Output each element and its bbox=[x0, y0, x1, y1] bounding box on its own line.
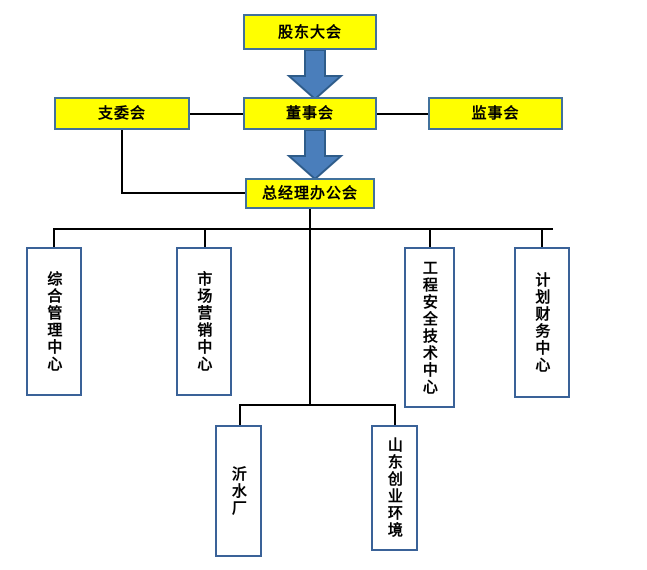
node-board-of-directors[interactable]: 董事会 bbox=[243, 97, 377, 130]
connector-drop-subsidiary-1 bbox=[239, 404, 241, 426]
connector-center-stem-to-subsidiaries bbox=[309, 228, 311, 405]
node-board-of-supervisors[interactable]: 监事会 bbox=[428, 97, 563, 130]
arrow-board-to-general-manager bbox=[286, 130, 344, 180]
node-department-planning-finance[interactable]: 计划财务中心 bbox=[514, 247, 570, 398]
connector-department-bus bbox=[53, 228, 553, 230]
connector-branch-to-board bbox=[190, 113, 243, 115]
connector-drop-dept-2 bbox=[204, 228, 206, 249]
connector-subsidiary-bus bbox=[239, 404, 396, 406]
node-department-engineering-safety-technology[interactable]: 工程安全技术中心 bbox=[404, 247, 455, 408]
connector-branch-to-gm bbox=[121, 192, 245, 194]
arrow-shareholders-to-board bbox=[286, 50, 344, 100]
node-department-marketing[interactable]: 市场营销中心 bbox=[176, 247, 232, 396]
connector-gm-stem bbox=[309, 209, 311, 230]
connector-drop-dept-4 bbox=[541, 228, 543, 249]
node-subsidiary-shandong-chuangye-environment[interactable]: 山东创业环境 bbox=[371, 425, 418, 551]
node-shareholders-meeting[interactable]: 股东大会 bbox=[243, 14, 377, 50]
connector-branch-drop bbox=[121, 130, 123, 193]
node-party-branch-committee[interactable]: 支委会 bbox=[54, 97, 190, 130]
connector-drop-dept-3 bbox=[429, 228, 431, 249]
connector-drop-subsidiary-2 bbox=[394, 404, 396, 426]
node-general-manager-office[interactable]: 总经理办公会 bbox=[245, 178, 375, 209]
node-department-comprehensive-management[interactable]: 综合管理中心 bbox=[26, 247, 82, 396]
connector-board-to-supervisors bbox=[377, 113, 428, 115]
connector-drop-dept-1 bbox=[53, 228, 55, 249]
node-subsidiary-yishui-plant[interactable]: 沂水厂 bbox=[215, 425, 262, 557]
